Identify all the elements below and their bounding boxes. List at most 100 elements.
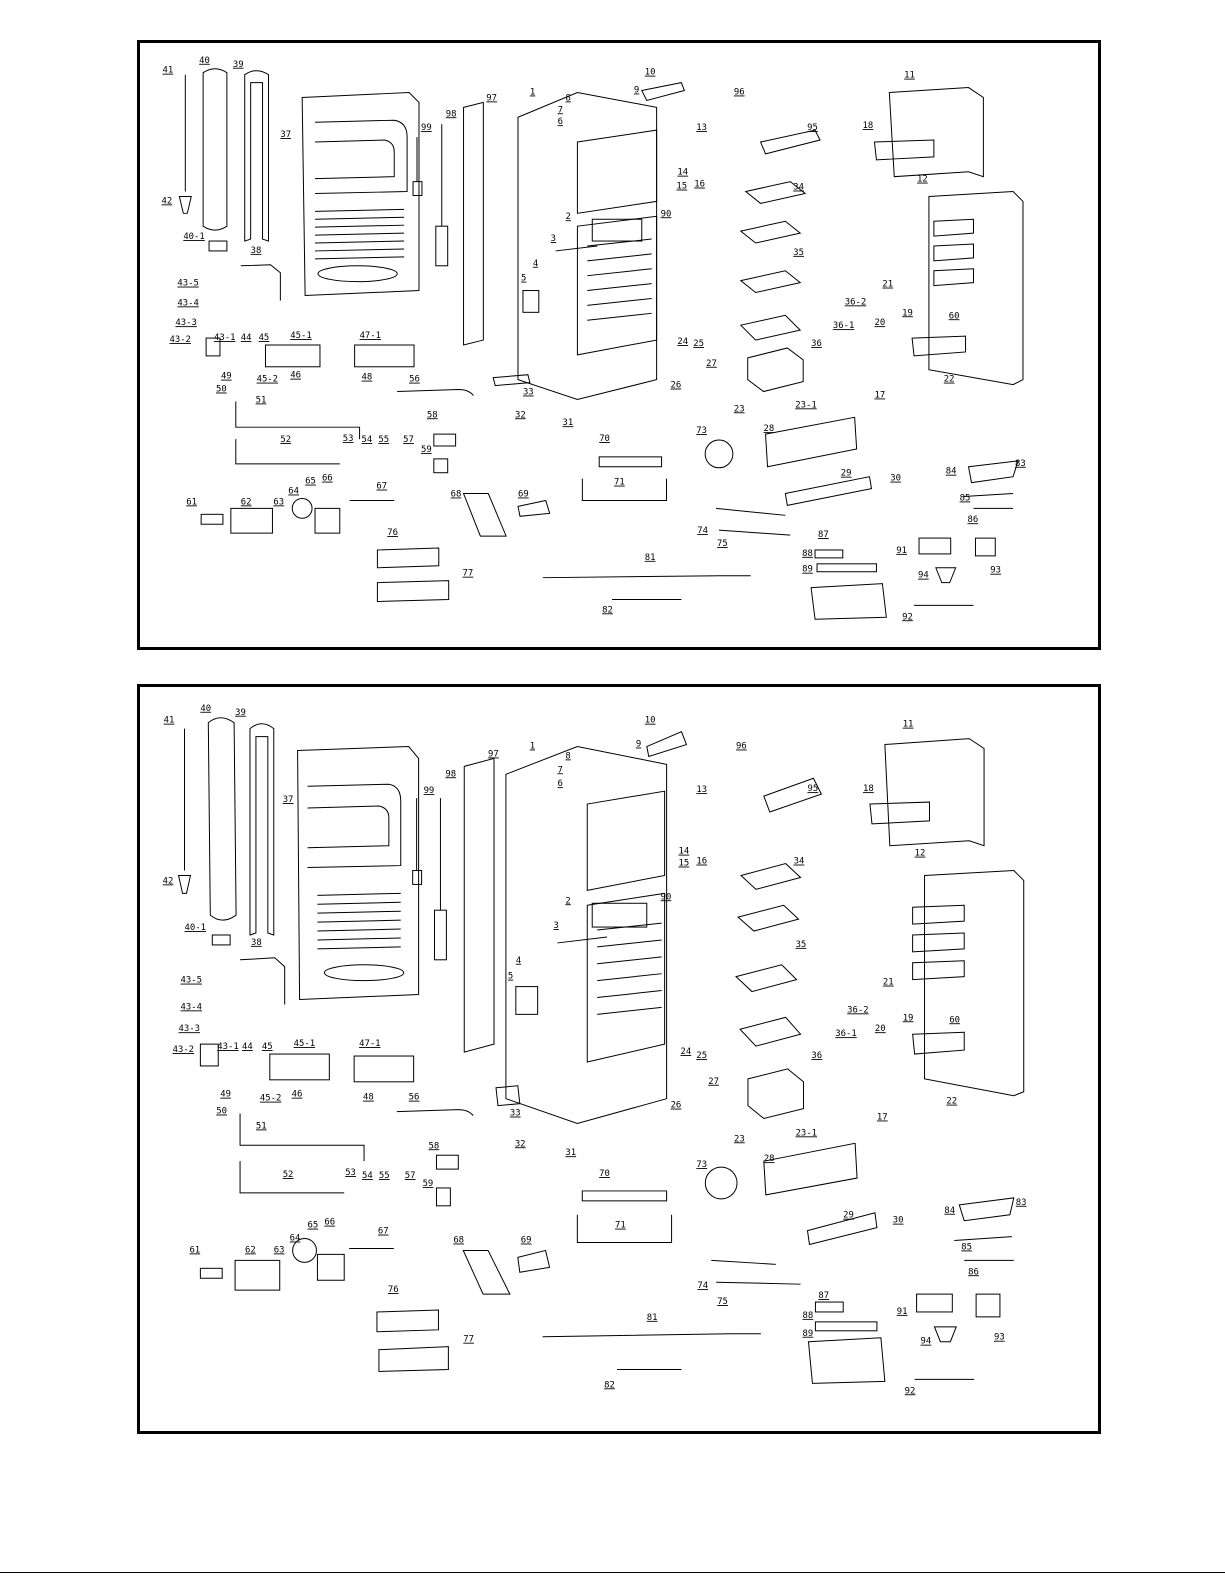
callout-label-23-1: 23-1 xyxy=(795,400,816,410)
callout-label-57: 57 xyxy=(405,1171,416,1181)
callout-label-2: 2 xyxy=(566,212,571,222)
part-37-cooling-unit xyxy=(301,92,420,297)
callout-label-89: 89 xyxy=(803,1329,814,1339)
part-73-knob xyxy=(704,439,734,469)
callout-label-37: 37 xyxy=(283,795,294,805)
callout-label-16: 16 xyxy=(696,857,707,867)
part-29-control-panel xyxy=(784,476,873,506)
parts-drawing xyxy=(177,717,1025,1384)
page-footer-rule xyxy=(0,1572,1225,1573)
part-60-door-bin xyxy=(911,335,967,357)
callout-label-40-1: 40-1 xyxy=(185,923,206,933)
callout-label-69: 69 xyxy=(521,1236,532,1246)
callout-label-41: 41 xyxy=(164,716,175,726)
callout-label-43-2: 43-2 xyxy=(169,335,190,345)
part-81-cable xyxy=(542,1333,761,1338)
callout-label-90: 90 xyxy=(661,892,672,902)
callout-label-71: 71 xyxy=(614,478,625,488)
callout-label-36-2: 36-2 xyxy=(847,1005,868,1015)
callout-label-63: 63 xyxy=(273,497,284,507)
part-37-coil-inner xyxy=(315,139,395,180)
callout-label-82: 82 xyxy=(604,1380,615,1390)
callout-label-43-3: 43-3 xyxy=(175,318,196,328)
callout-label-40: 40 xyxy=(199,56,210,66)
callout-label-19: 19 xyxy=(902,308,913,318)
callout-label-51: 51 xyxy=(256,395,267,405)
part-1-shelf-rails xyxy=(587,238,652,321)
callout-label-3: 3 xyxy=(554,921,559,931)
callout-label-57: 57 xyxy=(403,435,414,445)
callout-label-94: 94 xyxy=(918,571,929,581)
callout-label-97: 97 xyxy=(486,93,497,103)
callout-label-2: 2 xyxy=(565,896,570,906)
part-62-burner-housing xyxy=(230,507,273,534)
callout-label-50: 50 xyxy=(216,1107,227,1117)
part-95-grille xyxy=(763,777,823,813)
callout-label-65: 65 xyxy=(308,1221,319,1231)
part-52-pipe xyxy=(239,1161,345,1194)
part-37-coil xyxy=(315,119,408,194)
callout-label-45-1: 45-1 xyxy=(290,331,311,341)
part-23-crisper xyxy=(747,347,804,393)
part-39-cover xyxy=(244,70,269,242)
callout-label-13: 13 xyxy=(696,785,707,795)
part-52-pipe xyxy=(235,439,340,465)
part-3-rail xyxy=(555,245,598,252)
part-37-coil-inner xyxy=(307,805,390,849)
part-5-tray xyxy=(522,290,540,313)
part-12-fridge-door xyxy=(924,870,1025,1097)
callout-label-30: 30 xyxy=(890,474,901,484)
part-12-door-bins xyxy=(912,904,965,981)
callout-label-67: 67 xyxy=(378,1227,389,1237)
callout-label-49: 49 xyxy=(221,372,232,382)
part-91-housing xyxy=(918,537,952,555)
part-88 xyxy=(816,563,877,573)
callout-label-20: 20 xyxy=(874,318,885,328)
part-93 xyxy=(974,537,996,557)
callout-label-83: 83 xyxy=(1015,459,1026,469)
callout-label-20: 20 xyxy=(875,1024,886,1034)
callout-label-48: 48 xyxy=(362,373,373,383)
callout-label-29: 29 xyxy=(843,1211,854,1221)
part-77-plate xyxy=(376,580,450,602)
callout-label-84: 84 xyxy=(944,1206,955,1216)
callout-label-38: 38 xyxy=(251,938,262,948)
callout-label-98: 98 xyxy=(446,109,457,119)
callout-label-14: 14 xyxy=(679,847,690,857)
exploded-view-drawing-top: 123456789101112131415161718192021222323-… xyxy=(162,56,1026,622)
callout-label-19: 19 xyxy=(903,1013,914,1023)
callout-label-68: 68 xyxy=(451,489,462,499)
part-93 xyxy=(975,1293,1001,1318)
callout-label-33: 33 xyxy=(510,1109,521,1119)
part-97-side-panel xyxy=(463,101,484,346)
callout-label-26: 26 xyxy=(670,381,681,391)
callout-label-11: 11 xyxy=(903,720,914,730)
part-61 xyxy=(199,1267,223,1279)
callout-label-91: 91 xyxy=(897,1307,908,1317)
part-42 xyxy=(177,874,192,894)
part-51-pipe xyxy=(239,1113,365,1162)
callout-label-44: 44 xyxy=(242,1042,253,1052)
part-10-hinge-cover xyxy=(641,82,686,102)
callout-label-59: 59 xyxy=(421,445,432,455)
callout-label-17: 17 xyxy=(877,1113,888,1123)
part-28-panel xyxy=(763,1142,858,1196)
callout-label-29: 29 xyxy=(841,469,852,479)
callout-label-74: 74 xyxy=(697,1281,708,1291)
callout-label-69: 69 xyxy=(518,489,529,499)
callout-label-18: 18 xyxy=(863,784,874,794)
callout-label-45-1: 45-1 xyxy=(294,1039,315,1049)
part-40-cover xyxy=(202,68,228,231)
callout-label-22: 22 xyxy=(946,1097,957,1107)
callout-label-64: 64 xyxy=(288,487,299,497)
part-23-crisper xyxy=(747,1068,805,1120)
callout-label-94: 94 xyxy=(921,1337,932,1347)
callout-label-40: 40 xyxy=(200,704,211,714)
part-40-cover xyxy=(207,717,237,921)
callout-label-67: 67 xyxy=(376,482,387,492)
part-71-tray xyxy=(576,1214,673,1244)
callout-label-55: 55 xyxy=(379,1171,390,1181)
